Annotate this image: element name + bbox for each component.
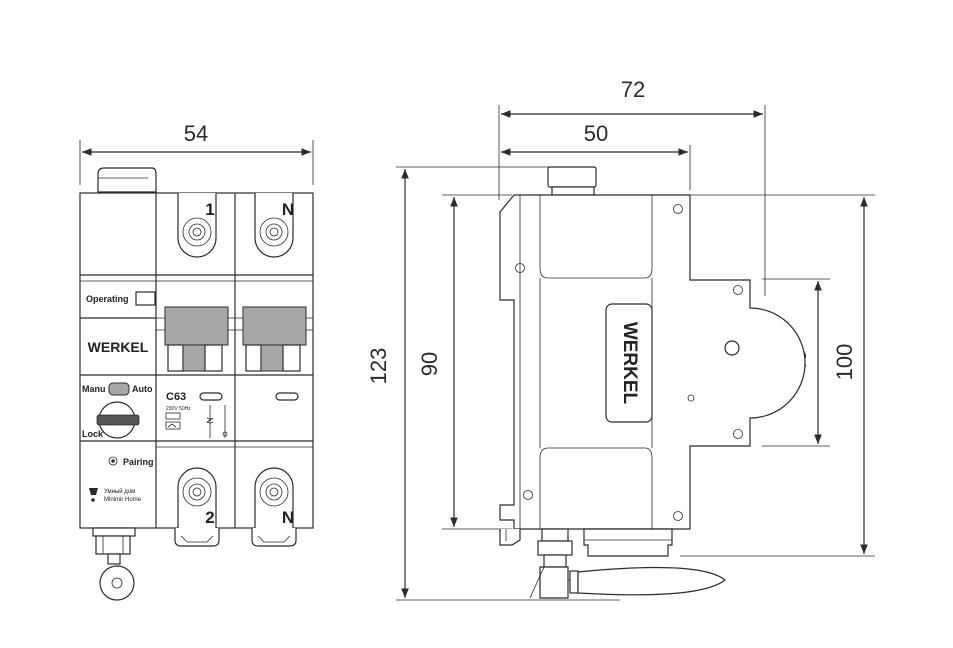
auto-label: Auto — [132, 384, 153, 394]
terminal-bottom-n: N — [254, 467, 294, 528]
wiring-symbol — [206, 405, 228, 438]
voltage-label: 230V 50Hz — [166, 406, 191, 412]
side-top-handle — [547, 166, 597, 196]
bottom-clamps — [174, 528, 297, 547]
antenna-connector-front — [92, 527, 136, 601]
terminal-top-n: N — [254, 193, 294, 258]
front-view: 54 1 N — [79, 121, 314, 601]
dimension-overall-depth-label: 72 — [621, 77, 645, 102]
pairing-button — [108, 456, 118, 466]
manu-label: Manu — [82, 384, 106, 394]
breaker-window-left — [156, 306, 235, 372]
dimension-din-height: 90 — [417, 194, 512, 530]
rating-indicator — [199, 392, 223, 401]
front-brand: WERKEL — [88, 339, 149, 355]
side-brand-plate: WERKEL — [605, 303, 653, 423]
terminal-top-1: 1 — [177, 193, 217, 258]
terminal-bottom-n-label: N — [282, 508, 294, 527]
dimension-body-height-label: 100 — [832, 344, 857, 381]
terminal-top-n-label: N — [282, 200, 294, 219]
side-view: 72 50 123 90 45 — [366, 77, 875, 601]
side-brand: WERKEL — [619, 322, 640, 405]
operating-led — [135, 291, 156, 306]
dimension-body-depth: 50 — [501, 121, 691, 190]
dimension-body-height: 100 — [680, 194, 875, 557]
terminal-bottom-2: 2 — [177, 467, 217, 528]
top-handle — [97, 167, 157, 193]
side-antenna — [529, 528, 726, 599]
terminal-top-1-label: 1 — [205, 200, 214, 219]
dimension-din-height-label: 90 — [417, 352, 442, 376]
smart-home-line1: Умный дом — [104, 488, 135, 495]
side-bottom-terminal — [583, 528, 673, 557]
status-indicator — [275, 392, 299, 401]
dimension-overall-depth: 72 — [498, 77, 766, 296]
dimension-body-depth-label: 50 — [584, 121, 608, 146]
mode-switch — [108, 382, 130, 396]
lock-label: Lock — [82, 429, 104, 439]
operating-label: Operating — [86, 294, 129, 304]
dimension-front-width: 54 — [79, 121, 314, 185]
smart-home-line2: Minimir Home — [104, 497, 142, 503]
pairing-label: Pairing — [123, 457, 154, 467]
breaker-window-right — [235, 306, 313, 372]
dimension-front-width-label: 54 — [184, 121, 208, 146]
dimension-overall-height: 123 — [366, 166, 620, 601]
lock-knob — [96, 401, 140, 439]
smart-home-icon — [89, 488, 98, 495]
terminal-bottom-2-label: 2 — [205, 508, 214, 527]
dimension-overall-height-label: 123 — [366, 348, 391, 385]
rating-label: C63 — [166, 391, 186, 403]
